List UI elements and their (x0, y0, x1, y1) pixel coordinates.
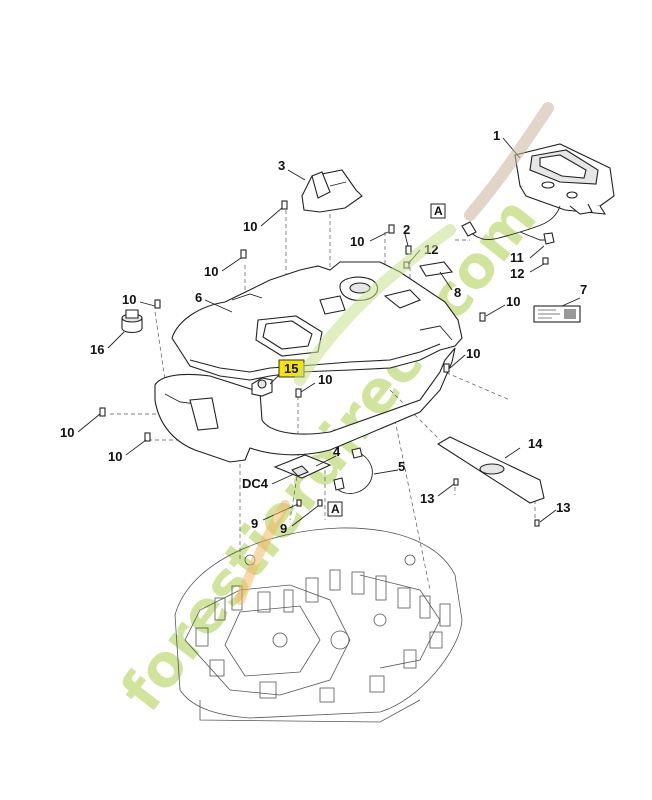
callout-9-a: 9 (251, 516, 258, 531)
callout-8: 8 (454, 285, 461, 300)
callout-10-f: 10 (466, 346, 480, 361)
part-8-label[interactable] (419, 261, 454, 277)
callout-11: 11 (510, 250, 524, 265)
svg-text:A: A (434, 204, 443, 218)
callout-10-a: 10 (243, 219, 257, 234)
display-cable (461, 205, 561, 245)
callout-2: 2 (403, 222, 410, 237)
screws (99, 200, 549, 527)
callout-3: 3 (278, 158, 285, 173)
callout-labels: 1 3 10 10 2 12 10 8 11 12 7 10 6 10 16 1… (60, 128, 587, 536)
callout-16: 16 (90, 342, 104, 357)
callout-dc4: DC4 (242, 476, 269, 491)
callout-6: 6 (195, 290, 202, 305)
callout-9-b: 9 (280, 521, 287, 536)
callout-10-i: 10 (108, 449, 122, 464)
callout-12-b: 12 (510, 266, 524, 281)
ref-a-bottom: A (327, 501, 343, 517)
part-1-display-unit[interactable] (514, 143, 615, 215)
callout-14: 14 (528, 436, 543, 451)
callout-4: 4 (333, 444, 341, 459)
ref-a-top: A (430, 203, 446, 219)
watermark-accent (235, 102, 554, 605)
callout-10-b: 10 (350, 234, 364, 249)
callout-10-h: 10 (60, 425, 74, 440)
callout-10-e: 10 (506, 294, 520, 309)
callout-5: 5 (398, 459, 405, 474)
part-5-cable[interactable] (333, 447, 373, 494)
callout-13-a: 13 (420, 491, 434, 506)
callout-13-b: 13 (556, 500, 570, 515)
part-3-cap[interactable] (301, 169, 363, 213)
svg-text:A: A (331, 502, 340, 516)
callout-7: 7 (580, 282, 587, 297)
callout-10-c: 10 (204, 264, 218, 279)
part-16-knob[interactable] (121, 309, 143, 334)
part-7-sticker[interactable] (533, 305, 581, 323)
callout-15: 15 (284, 361, 298, 376)
callout-10-d: 10 (122, 292, 136, 307)
part-14-plate[interactable] (436, 436, 545, 504)
chassis-base (174, 527, 463, 723)
part-15-connector[interactable] (251, 377, 273, 397)
callout-10-g: 10 (318, 372, 332, 387)
callout-1: 1 (493, 128, 500, 143)
